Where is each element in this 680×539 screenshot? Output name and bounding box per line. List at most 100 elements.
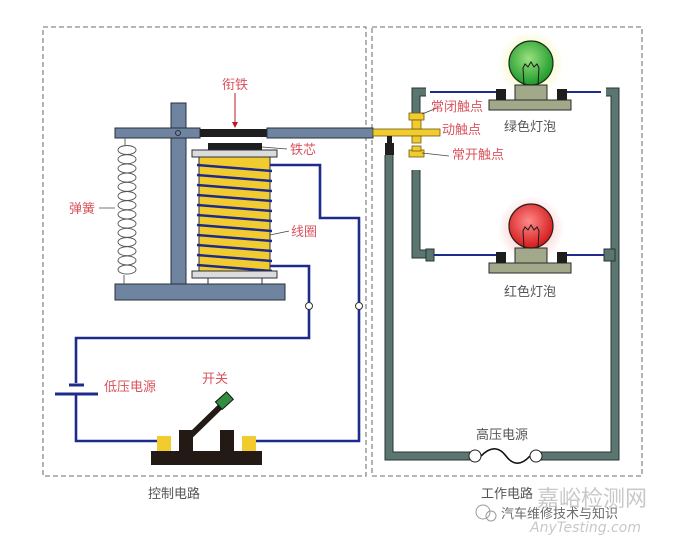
label-normally-open: 常开触点 [452, 148, 504, 163]
red-bulb-neck [514, 247, 548, 264]
green-bulb [508, 40, 554, 86]
switch-post-right [220, 430, 234, 451]
red-bulb-terminal-right [557, 252, 567, 263]
pipe-outlines [384, 87, 620, 461]
ac-source-wave-icon [480, 448, 531, 464]
wire-to-battery [74, 306, 311, 383]
label-armature: 衔铁 [222, 78, 248, 93]
moving-contact-stem [387, 136, 392, 144]
coil-winding [196, 243, 273, 253]
spring-loop [117, 181, 137, 192]
working-wires [430, 91, 604, 256]
pipe-cap [385, 143, 394, 155]
label-switch: 开关 [202, 372, 228, 387]
terminal-left [305, 302, 313, 310]
spring-loop [117, 191, 137, 201]
spring-loop [117, 200, 137, 211]
coil-winding [196, 183, 273, 193]
moving-contact-stud [411, 135, 422, 144]
coil-winding [196, 233, 273, 243]
connector-left [425, 248, 435, 262]
wechat-icon [475, 504, 491, 520]
red-bulb-filament-icon [522, 224, 540, 249]
label-high-voltage-source: 高压电源 [476, 427, 528, 443]
green-bulb-filament-icon [522, 61, 540, 86]
spring-loop [117, 237, 137, 247]
relay-base [114, 283, 286, 301]
wechat-icon-small [485, 510, 497, 522]
no-contact-stud [411, 145, 422, 152]
no-pointer [421, 152, 450, 157]
coil-winding [196, 263, 273, 273]
label-spring: 弹簧 [69, 201, 95, 217]
watermark-account: 汽车维修技术与知识 [501, 506, 618, 522]
spring [117, 138, 137, 284]
coil-winding [196, 163, 273, 173]
wire-battery-to-switch [74, 395, 157, 443]
ac-terminal-left [468, 449, 482, 463]
pipe-left-outer [385, 155, 470, 460]
moving-contact-arm [372, 128, 441, 137]
relay-post [170, 102, 187, 285]
coil-top-plate [191, 149, 278, 158]
coil-foot [207, 277, 263, 285]
spring-loop [117, 163, 137, 174]
switch-terminal-right [242, 436, 256, 451]
coil-windings [196, 163, 273, 273]
label-red-bulb: 红色灯泡 [504, 284, 556, 300]
nc-pointer [421, 107, 438, 115]
coil-body [198, 156, 271, 272]
control-wires [74, 163, 361, 443]
watermark-site-en: AnyTesting.com [529, 520, 641, 536]
pipe-bottom-right [540, 88, 619, 460]
iron-core-pointer [261, 146, 288, 150]
armature-lever-right [266, 127, 374, 139]
switch-handle[interactable] [214, 391, 234, 411]
spring-loop [117, 227, 137, 238]
connector-right [603, 248, 616, 262]
coil-bottom-plate [191, 270, 278, 279]
pipe-nc-to-green [412, 88, 426, 118]
switch-base [151, 451, 262, 465]
red-bulb-terminal-left [496, 252, 506, 263]
armature [200, 129, 267, 137]
label-low-voltage-source: 低压电源 [104, 380, 156, 395]
spring-loop [117, 255, 137, 266]
label-coil: 线圈 [291, 225, 317, 240]
nc-contact-stud [411, 119, 422, 130]
red-bulb [508, 203, 554, 249]
armature-arrowhead-icon [232, 122, 238, 128]
red-bulb-socket-base [488, 262, 572, 274]
working-pipes [385, 88, 619, 460]
coil-winding [196, 203, 273, 213]
green-bulb-socket-base [488, 99, 572, 111]
coil-winding [196, 253, 273, 263]
spring-loop [117, 264, 137, 275]
label-normally-closed: 常闭触点 [431, 100, 483, 115]
control-circuit-box [42, 26, 367, 477]
green-bulb-neck [514, 84, 548, 101]
green-bulb-terminal-right [557, 89, 567, 100]
normally-closed-contact [408, 112, 425, 121]
coil-wire-top [270, 163, 361, 303]
ac-terminal-right [529, 449, 543, 463]
section-title-working: 工作电路 [481, 486, 533, 502]
spring-loop [117, 172, 137, 183]
spring-loop [117, 218, 137, 229]
pivot-icon [175, 130, 181, 136]
wire-switch-to-coil [255, 309, 361, 443]
label-green-bulb: 绿色灯泡 [504, 119, 556, 135]
coil-pointer [269, 230, 290, 236]
spring-loop [117, 209, 137, 220]
switch-blade[interactable] [183, 402, 225, 443]
coil-winding [196, 173, 273, 183]
pipe-no-to-red [412, 170, 426, 258]
watermark-site-cn: 嘉峪检测网 [537, 487, 647, 512]
coil-winding [196, 193, 273, 203]
label-moving-contact: 动触点 [442, 123, 481, 138]
spring-loop [117, 154, 137, 165]
section-title-control: 控制电路 [148, 486, 200, 502]
terminal-right [355, 302, 363, 310]
coil-winding [196, 223, 273, 233]
